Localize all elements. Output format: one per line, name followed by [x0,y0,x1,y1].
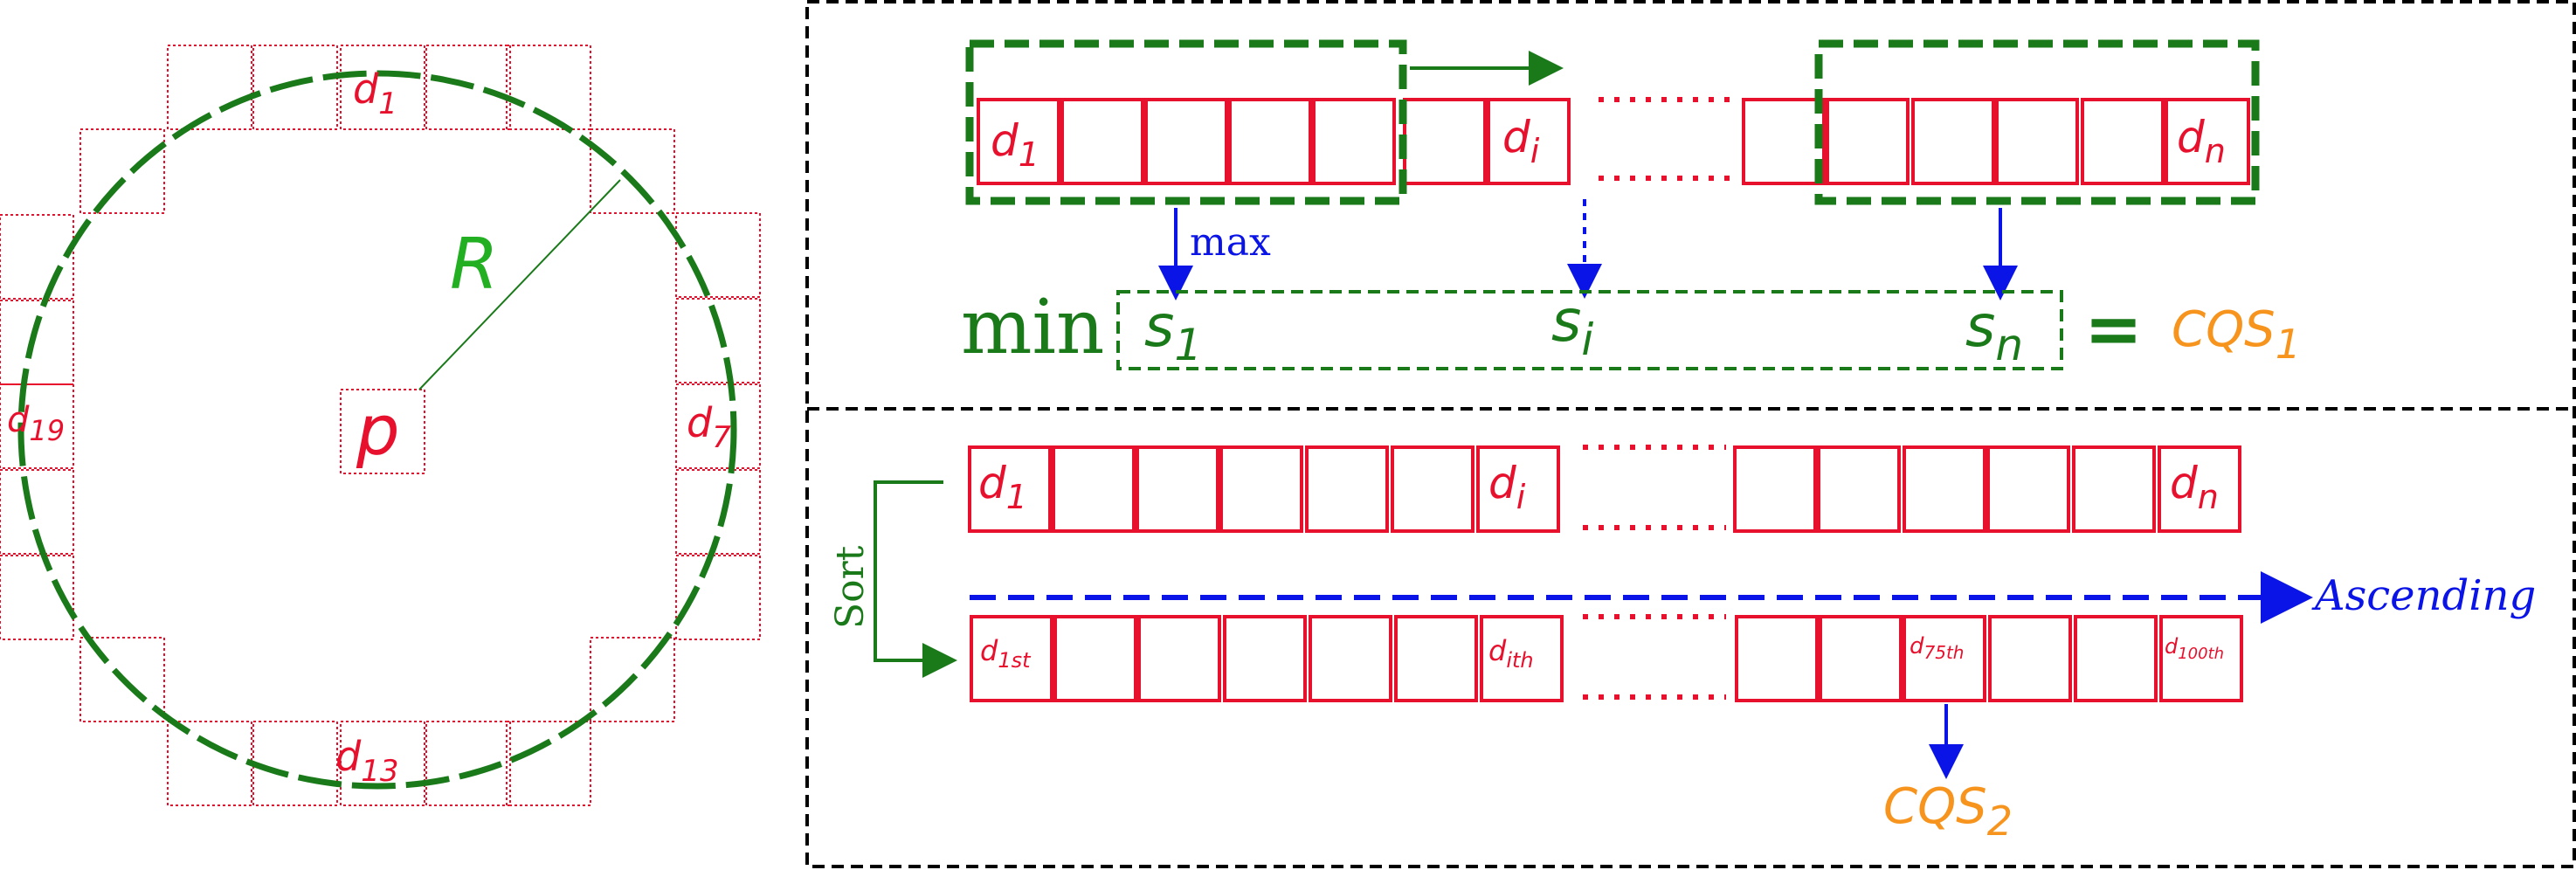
score-vector-box [1116,290,2063,370]
unsorted-cell-label-di: di [1488,458,1526,516]
top-cell-label-di: di [1502,112,1540,170]
circle-panel: R p d1 d7 d13 d19 [0,45,761,806]
ring-cell-label-d19: d19 [7,400,65,447]
sorted-row-ellipsis [1583,614,1726,700]
cqs1-label: CQS1 [2172,301,2301,368]
last-window [1814,39,2260,205]
sorted-cell-label-d75th: d75th [1910,633,1964,663]
top-panel: d1 di dn max min s1 si sn = CQS1 [961,39,2301,371]
top-cell-label-dn: dn [2177,112,2226,170]
sort-arrow [874,480,957,678]
sorted-cell-label-dith: dith [1488,634,1534,673]
bottom-panel: d1 di dn Sort Ascending d1st dith [828,445,2536,845]
score-label-sn: sn [1965,293,2023,370]
sorted-cell-label-d100th: d100th [2165,634,2224,663]
ring-cells [0,45,761,806]
neighbourhood-circle [17,70,737,790]
unsorted-cell-row [968,445,2241,533]
right-frame [805,0,2576,868]
unsorted-row-ellipsis [1583,445,1726,530]
first-window [965,39,1407,205]
ascending-label: Ascending [2311,571,2536,620]
radius-line [418,179,621,390]
sorted-cell-label-d1st: d1st [980,634,1032,673]
ring-cell-label-d1: d1 [353,66,397,121]
ring-cell-label-d7: d7 [687,399,731,455]
center-label: p [356,392,400,471]
top-row-ellipsis [1599,97,1738,181]
top-cell-label-d1: d1 [991,115,1039,174]
score-label-s1: s1 [1144,293,1202,370]
radius-label: R [450,224,499,305]
ring-cell-label-d13: d13 [335,733,398,789]
max-label: max [1190,220,1271,265]
cqs2-label: CQS2 [1883,778,2013,845]
sort-label: Sort [828,545,873,629]
min-label: min [961,284,1104,371]
score-label-si: si [1551,287,1593,365]
equals-sign: = [2084,288,2143,369]
top-cell-row [977,98,2250,185]
unsorted-cell-label-dn: dn [2170,458,2219,516]
unsorted-cell-label-d1: d1 [978,458,1027,516]
sorted-cell-row [970,615,2243,702]
